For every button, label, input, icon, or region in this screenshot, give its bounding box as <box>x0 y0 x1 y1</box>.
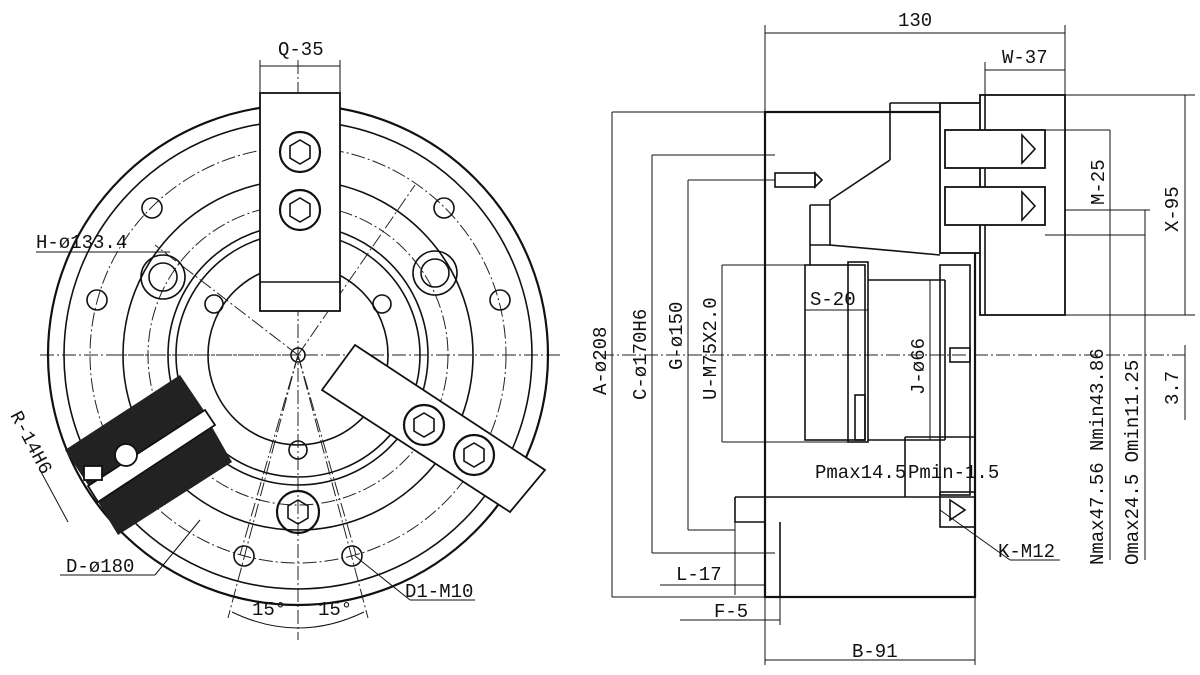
side-bolts <box>774 171 976 528</box>
dim-d1: D1-M10 <box>405 581 473 603</box>
mounting-hole <box>204 294 224 314</box>
flange-left <box>734 497 765 523</box>
main-body <box>763 110 977 599</box>
mounting-hole <box>233 545 255 567</box>
front-view: Q-35 H-ø133.4 R-14H6 D-ø180 D1-M10 15° 1… <box>5 39 560 640</box>
dim-n: Nmax47.56 Nmin43.86 <box>1087 348 1109 565</box>
inner-bore <box>804 261 971 496</box>
dim-o: Omax24.5 Omin11.25 <box>1122 360 1144 565</box>
dim-k: K-M12 <box>998 541 1055 563</box>
dim-g: G-ø150 <box>666 302 688 370</box>
radial-lines <box>120 184 416 619</box>
angle-right: 15° <box>318 599 352 621</box>
jaw-section <box>809 94 1066 316</box>
side-dimensions <box>611 25 1195 665</box>
dim-c: C-ø170H6 <box>630 309 652 400</box>
left-jaw-slot <box>65 375 232 535</box>
dim-d: D-ø180 <box>66 556 134 578</box>
dim-m: M-25 <box>1088 159 1110 205</box>
side-view: 130 W-37 M-25 X-95 A-ø208 C-ø170H6 G-ø15… <box>590 10 1195 665</box>
dim-q: Q-35 <box>278 39 324 61</box>
mounting-hole <box>433 197 455 219</box>
mounting-hole <box>141 197 163 219</box>
dim-3-7: 3.7 <box>1162 371 1184 405</box>
dim-pmin: Pmin-1.5 <box>908 462 999 484</box>
dim-s: S-20 <box>810 289 856 311</box>
dim-f: F-5 <box>714 601 748 623</box>
dim-l: L-17 <box>676 564 722 586</box>
mounting-hole <box>372 294 392 314</box>
dim-pmax: Pmax14.5 <box>815 462 906 484</box>
front-leaders <box>36 60 475 629</box>
dim-b: B-91 <box>852 641 898 663</box>
mounting-hole <box>341 545 363 567</box>
bottom-jaw-bolt <box>275 489 321 535</box>
dim-overall-length: 130 <box>898 10 932 32</box>
top-jaw <box>259 92 341 312</box>
mounting-hole <box>489 289 511 311</box>
mounting-hole <box>86 289 108 311</box>
dim-h: H-ø133.4 <box>36 232 127 254</box>
dim-w: W-37 <box>1002 47 1048 69</box>
dim-j: J-ø66 <box>908 338 930 395</box>
mounting-hole <box>288 440 308 460</box>
right-jaw <box>320 343 547 514</box>
top-jaw-body <box>259 92 341 312</box>
dim-x: X-95 <box>1162 186 1184 232</box>
dim-a: A-ø208 <box>590 327 612 395</box>
angle-left: 15° <box>252 599 286 621</box>
dim-r: R-14H6 <box>5 407 57 478</box>
counterbored-holes <box>140 250 458 300</box>
dim-u: U-M75X2.0 <box>700 297 722 400</box>
